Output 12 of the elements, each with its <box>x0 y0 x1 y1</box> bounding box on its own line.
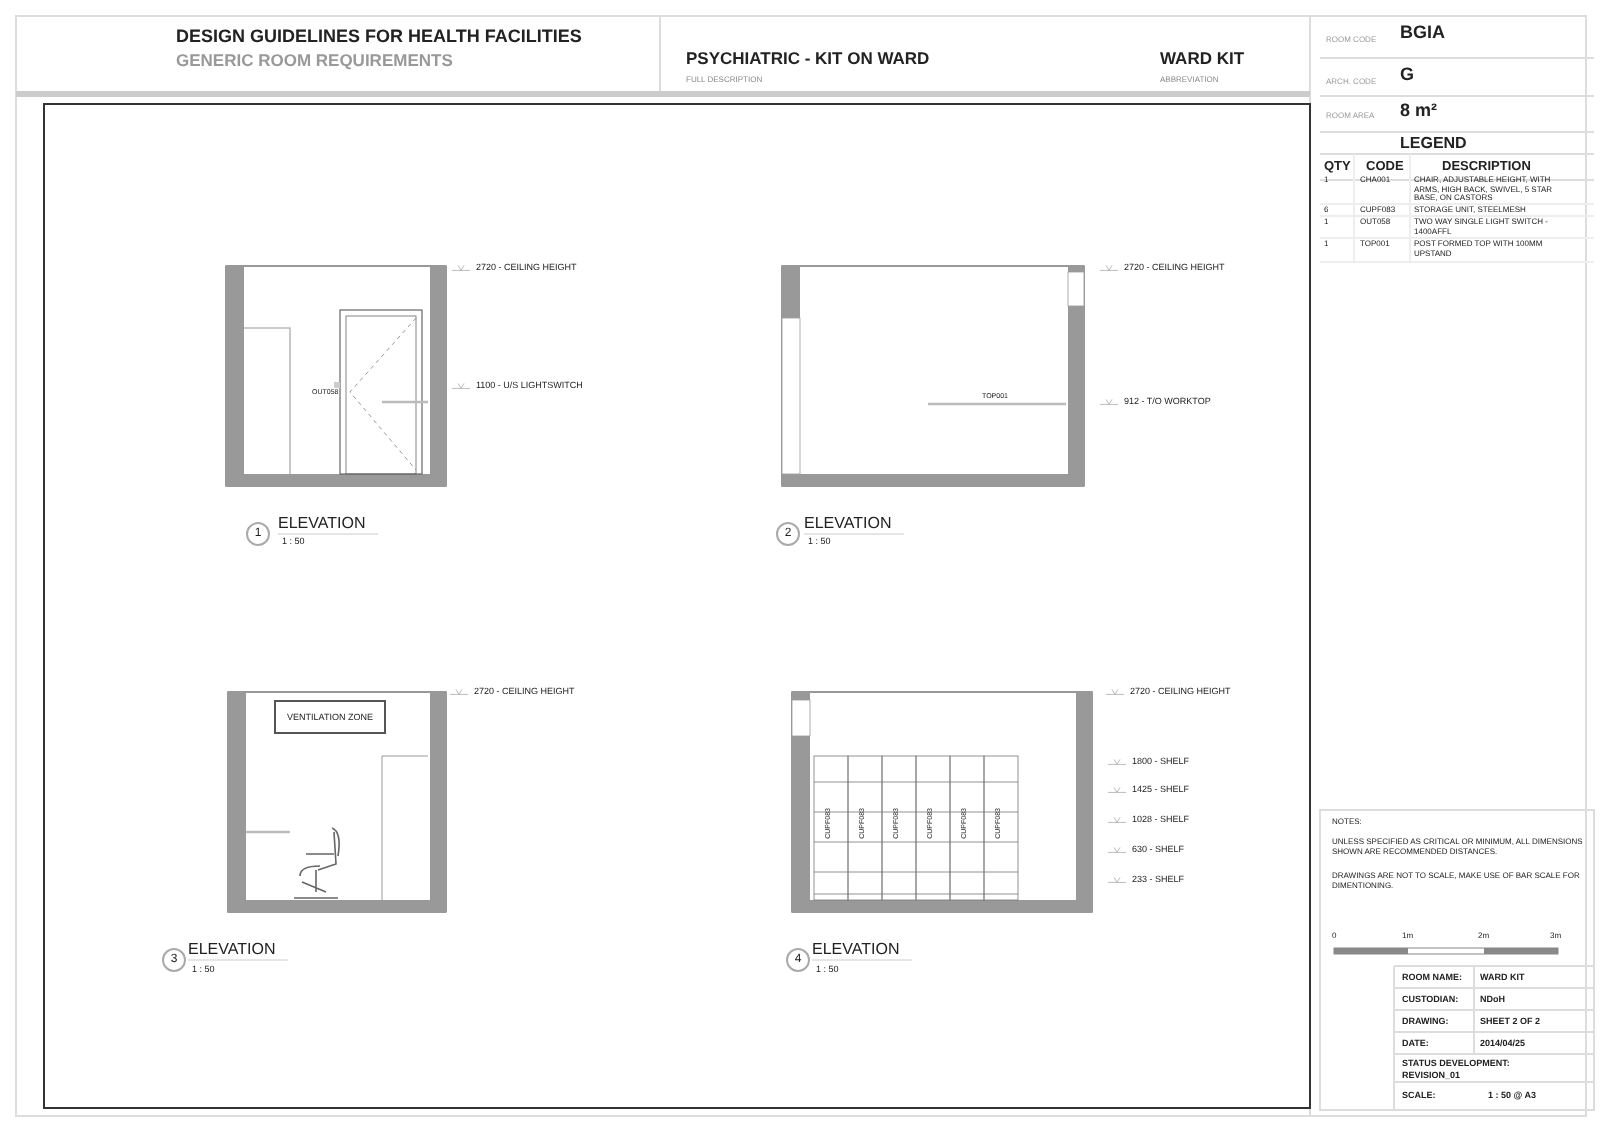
subheading-text: GENERIC ROOM REQUIREMENTS <box>176 52 453 72</box>
view-title: ELEVATION <box>188 940 276 959</box>
view-title: ELEVATION <box>804 514 892 533</box>
view-title: ELEVATION <box>812 940 900 959</box>
heading-text: DESIGN GUIDELINES FOR HEALTH FACILITIES <box>176 26 582 47</box>
field-value: G <box>1400 64 1415 85</box>
field-value: BGIA <box>1400 22 1445 43</box>
view-title: ELEVATION <box>278 514 366 533</box>
abbreviation-value: WARD KIT <box>1160 50 1245 70</box>
legend-heading: LEGEND <box>1400 134 1467 153</box>
field-value: 8 m² <box>1400 100 1438 121</box>
sheet-title: PSYCHIATRIC - KIT ON WARD <box>686 50 930 70</box>
